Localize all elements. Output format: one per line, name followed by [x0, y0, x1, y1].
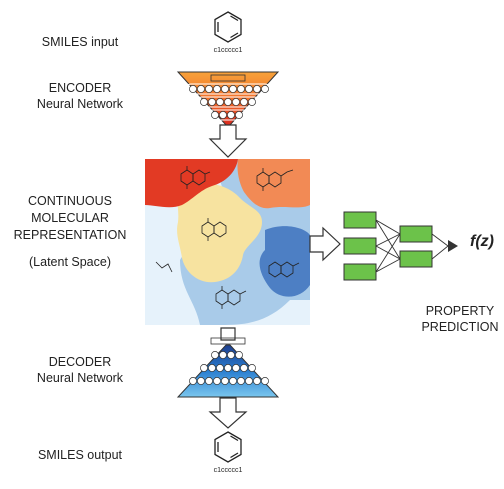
- smiles-output-label: SMILES output: [37, 448, 123, 462]
- output-benzene-icon: [214, 431, 242, 463]
- latent-space-map: [145, 159, 310, 325]
- encoder-to-latent-arrow-icon: [208, 124, 248, 158]
- input-benzene-icon: [214, 11, 242, 43]
- property-function-label: f(z): [470, 233, 494, 250]
- smiles-input-label: SMILES input: [41, 35, 119, 49]
- input-smiles-string: c1ccccc1: [213, 47, 243, 54]
- latent-title-line1: CONTINUOUS: [27, 194, 113, 208]
- output-smiles-string: c1ccccc1: [213, 467, 243, 474]
- molecule-sketch-icon: [155, 166, 300, 309]
- decoder-network-icon: [176, 337, 280, 398]
- encoder-subtitle: Neural Network: [36, 97, 124, 111]
- latent-title-line2: MOLECULAR: [31, 211, 109, 225]
- decoder-to-output-arrow-icon: [208, 397, 248, 429]
- property-title-line1: PROPERTY: [425, 304, 495, 318]
- encoder-network-icon: [176, 71, 280, 126]
- decoder-subtitle: Neural Network: [36, 371, 124, 385]
- latent-to-property-arrow-icon: [309, 226, 341, 262]
- decoder-title: DECODER: [48, 355, 112, 369]
- property-network-icon: [343, 211, 458, 281]
- encoder-title: ENCODER: [48, 81, 112, 95]
- latent-title-line3: REPRESENTATION: [13, 228, 127, 242]
- latent-space-subtitle: (Latent Space): [29, 255, 111, 269]
- latent-to-decoder-arrow-icon: [220, 327, 236, 341]
- property-title-line2: PREDICTION: [421, 320, 499, 334]
